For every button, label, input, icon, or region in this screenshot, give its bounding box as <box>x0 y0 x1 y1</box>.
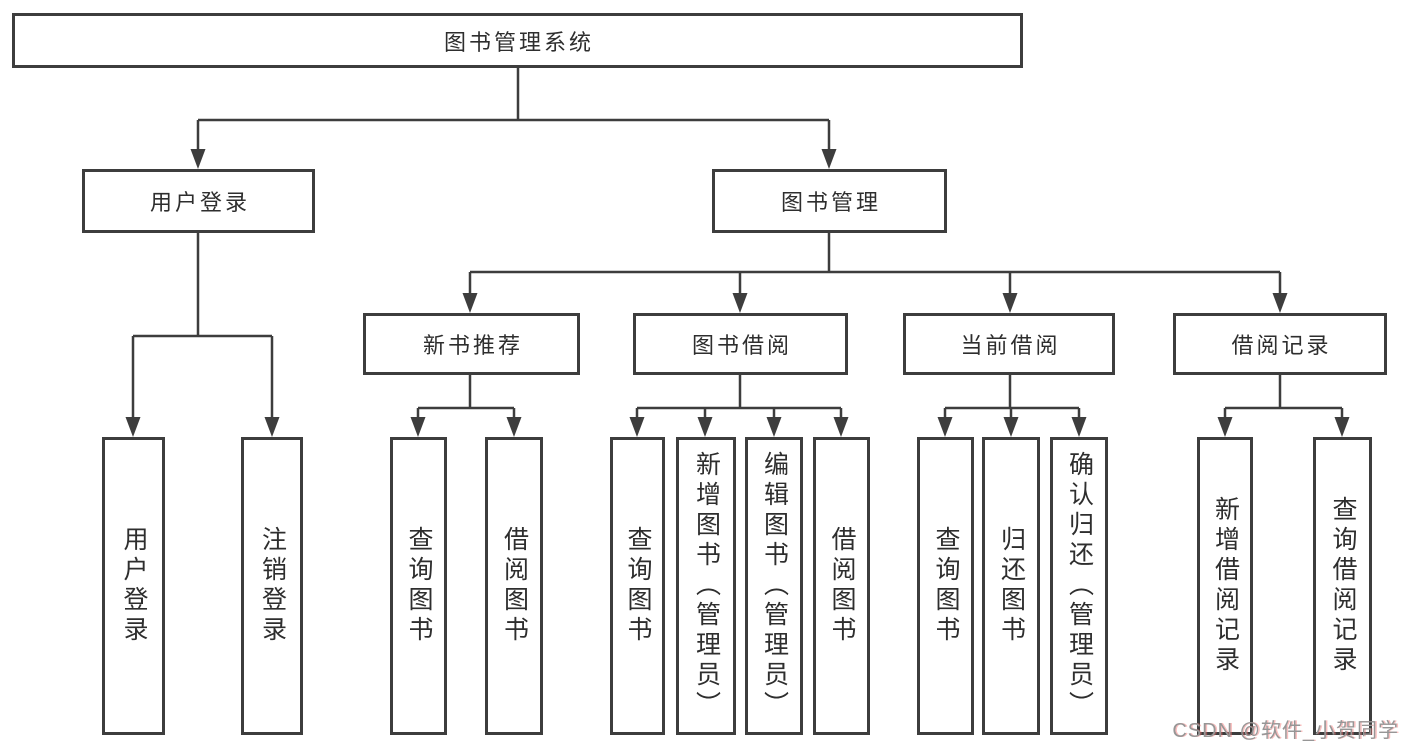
node-book-management: 图书管理 <box>712 169 947 233</box>
leaf-query-books-borrowing: 查询图书 <box>610 437 665 735</box>
leaf-user-login: 用户登录 <box>102 437 165 735</box>
leaf-add-books-admin: 新增图书（管理员） <box>676 437 736 735</box>
leaf-edit-books-admin: 编辑图书（管理员） <box>745 437 803 735</box>
node-borrow-records: 借阅记录 <box>1173 313 1387 375</box>
leaf-query-books-current: 查询图书 <box>917 437 974 735</box>
node-current-borrowing: 当前借阅 <box>903 313 1115 375</box>
leaf-borrow-books-recommend: 借阅图书 <box>485 437 543 735</box>
csdn-watermark: CSDN @软件_小贺同学 <box>1172 720 1399 742</box>
node-new-book-recommend: 新书推荐 <box>363 313 580 375</box>
connectors-group <box>125 68 1350 437</box>
leaf-confirm-return-admin: 确认归还（管理员） <box>1050 437 1108 735</box>
leaf-return-books: 归还图书 <box>982 437 1040 735</box>
leaf-query-borrow-record: 查询借阅记录 <box>1313 437 1372 735</box>
leaf-query-books-recommend: 查询图书 <box>390 437 447 735</box>
node-book-borrowing: 图书借阅 <box>633 313 848 375</box>
leaf-add-borrow-record: 新增借阅记录 <box>1197 437 1253 735</box>
node-library-management-system: 图书管理系统 <box>12 13 1023 68</box>
node-user-login: 用户登录 <box>82 169 315 233</box>
leaf-borrow-books-borrowing: 借阅图书 <box>813 437 870 735</box>
leaf-logout: 注销登录 <box>241 437 303 735</box>
